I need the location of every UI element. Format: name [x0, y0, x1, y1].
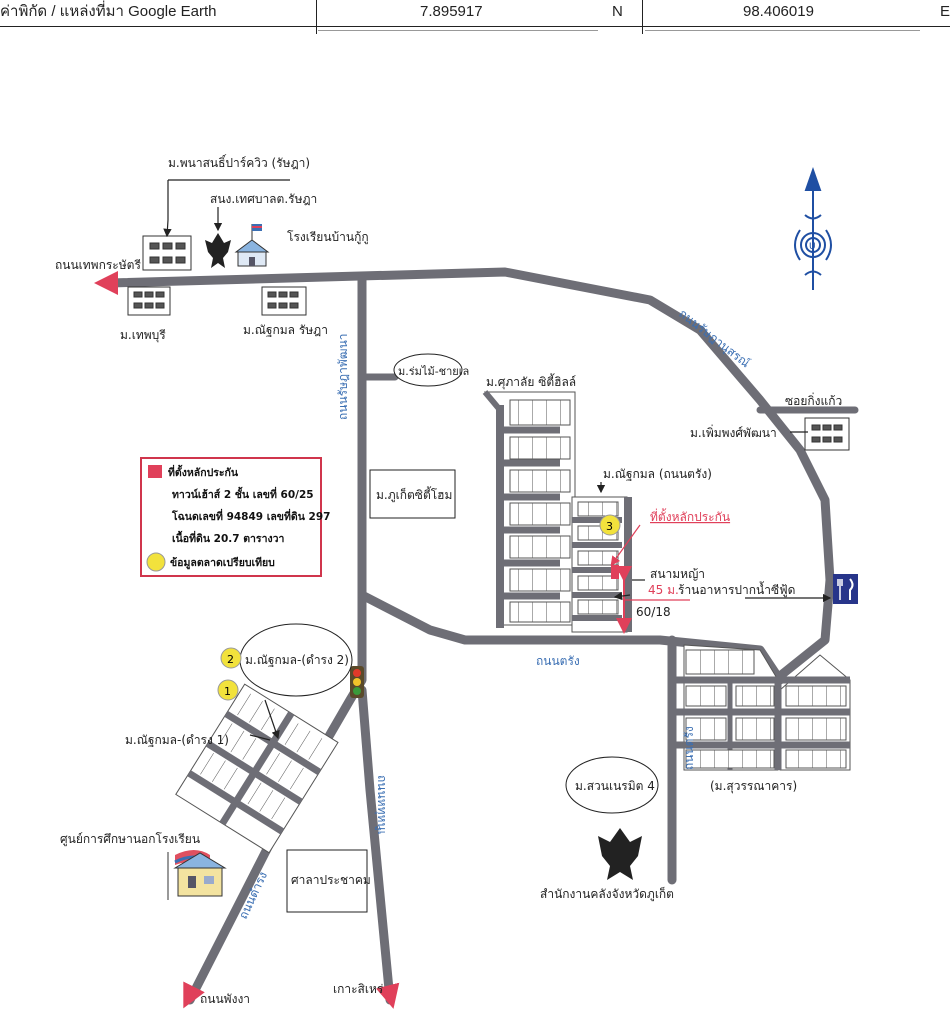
header-divider: [316, 0, 317, 34]
label-suan-nerumit: ม.สวนเนรมิต 4: [575, 779, 655, 793]
road-label-south: ถนนหทุหนูเ: [374, 775, 389, 835]
label-nattakarn-trang: ม.ณัฐกมล (ถนนตรัง): [603, 467, 712, 481]
label-sanam-ya: สนามหญ้า: [650, 567, 705, 581]
road-label-soi-king-kaeo: ซอยกิ่งแก้ว: [785, 392, 842, 408]
road-label-ko-sirey: เกาะสิเหร่: [333, 982, 384, 996]
label-collateral-pointer: ที่ตั้งหลักประกัน: [650, 508, 730, 524]
marker-1-label: 1: [224, 685, 231, 698]
road-label-rat-uthit: ถนนรัษฎานุสรณ์: [676, 306, 753, 371]
suwannakarn-subdivision: [672, 644, 851, 771]
label-distance: 45 ม.: [648, 583, 679, 597]
legend-market-label: ข้อมูลตลาดเปรียบเทียบ: [170, 556, 275, 570]
legend-market-swatch: [146, 552, 166, 572]
north-compass-icon: [794, 166, 832, 290]
label-nattakarn-damrong1: ม.ณัฐกมล-(ดำรง 1): [125, 733, 229, 747]
road-label-west-vertical: ถนนรัษฎาพัฒนา: [336, 333, 350, 420]
restaurant-icon: [833, 574, 858, 604]
housing-icons: [127, 235, 850, 451]
label-phoem-phong: ม.เพิ่มพงศ์พัฒนา: [690, 424, 777, 440]
marker-1: [217, 679, 239, 701]
label-nattakarn-damrong2: ม.ณัฐกมล-(ดำรง 2): [245, 653, 349, 667]
label-treasury-office: สำนักงานคลังจังหวัดภูเก็ต: [540, 886, 674, 902]
traffic-light-icon: [350, 666, 364, 698]
nattakarn-damrong-subdivision: [175, 683, 339, 854]
latitude-value: 7.895917: [420, 3, 483, 20]
longitude-direction: E: [940, 3, 950, 20]
road-label-trang-vertical: ถนนตรัง: [682, 726, 696, 770]
collateral-location-marker: [611, 565, 619, 579]
label-supalai: ม.ศุภาลัย ซิตี้ฮิลล์: [486, 373, 576, 390]
legend-collateral-label: ที่ตั้งหลักประกัน: [168, 464, 239, 479]
supalai-subdivision: [482, 390, 576, 628]
label-rom-mai: ม.ร่มไม้-ชายเล: [398, 365, 469, 378]
label-restaurant: ร้านอาหารปากน้ำซีฟู้ด: [678, 581, 795, 598]
road-label-trang-bottom: ถนนตรัง: [536, 654, 580, 668]
label-police: สนง.เทศบาลต.รัษฎา: [210, 192, 317, 206]
school-icon: [234, 224, 270, 267]
compass-letter: U: [809, 242, 816, 252]
label-thepburi: ม.เทพบุรี: [120, 328, 166, 343]
legend-line-3: โฉนดเลขที่ 94849 เลขที่ดิน 297: [171, 508, 330, 523]
header-divider: [642, 0, 643, 34]
marker-2-label: 2: [227, 653, 234, 666]
latitude-direction: N: [612, 3, 623, 20]
suan-nerumit-bubble: [565, 756, 659, 814]
rom-mai-bubble: [393, 353, 463, 387]
source-label: ค่าพิกัด / แหล่งที่มา Google Earth: [0, 3, 217, 20]
marker-2: [220, 647, 242, 669]
garuda-icon: [205, 233, 231, 268]
label-school: โรงเรียนบ้านกู้กู: [287, 230, 369, 245]
label-suwannakarn: (ม.สุวรรณาคาร): [710, 779, 797, 794]
label-phuket-city-home: ม.ภูเก็ตซิตี้โฮม: [376, 486, 452, 503]
label-community-hall: ศาลาประชาคม: [291, 873, 371, 887]
phuket-city-home-box: [369, 469, 456, 519]
legend-collateral-swatch: [148, 465, 162, 478]
legend: [140, 457, 322, 577]
marker-3-label: 3: [606, 520, 613, 533]
label-nfe-center: ศูนย์การศึกษานอกโรงเรียน: [60, 832, 200, 847]
longitude-value: 98.406019: [743, 3, 814, 20]
label-house-number: 60/18: [636, 605, 671, 619]
label-nattakarn-ratsada: ม.ณัฐกมล รัษฎา: [243, 323, 328, 337]
market-markers: [217, 514, 621, 701]
nattakarn-trang-block: [571, 496, 632, 633]
coordinate-header: ค่าพิกัด / แหล่งที่มา Google Earth 7.895…: [0, 0, 950, 34]
legend-line-4: เนื้อที่ดิน 20.7 ตารางวา: [172, 530, 284, 545]
nfe-center-icon: [167, 850, 227, 900]
garuda-icon: [598, 828, 642, 880]
label-phanason-park: ม.พนาสนธิ์ปาร์ควิว (รัษฎา): [168, 154, 310, 170]
legend-line-2: ทาวน์เฮ้าส์ 2 ชั้น เลขที่ 60/25: [172, 486, 314, 501]
road-label-thep-kasattri: ถนนเทพกระษัตรี: [55, 258, 141, 272]
community-hall-box: [286, 849, 368, 913]
road-label-phang-nga: ถนนพังงา: [200, 992, 250, 1006]
marker-3: [599, 514, 621, 536]
